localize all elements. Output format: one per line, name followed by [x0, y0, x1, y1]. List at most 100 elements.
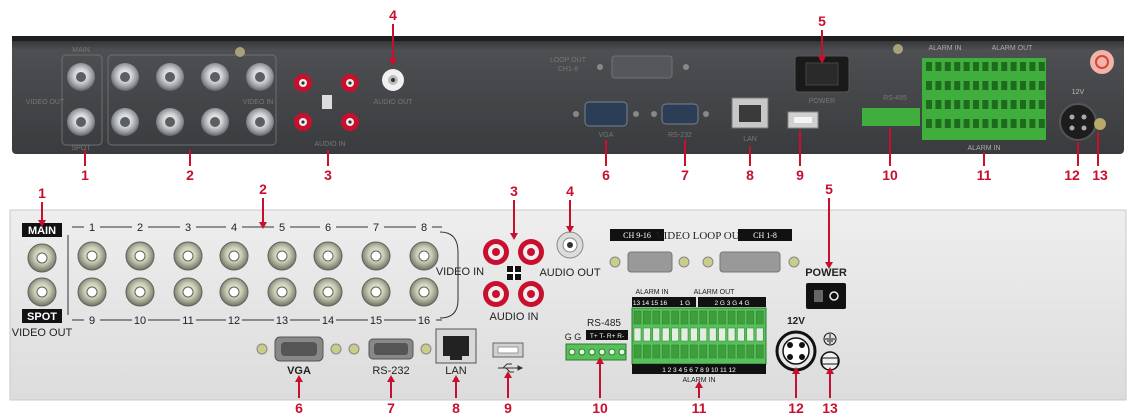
top-callout-2: 2 — [186, 167, 194, 183]
top-callout-6: 6 — [602, 167, 610, 183]
power-label: POWER — [805, 267, 847, 279]
top-callout-12: 12 — [1064, 167, 1080, 183]
top-screw-2 — [893, 44, 903, 54]
rs485-pins-badge — [586, 330, 628, 340]
top-alarm-in-bottom-label: ALARM IN — [967, 145, 1000, 152]
video-in-bracket — [439, 231, 459, 319]
top-vga-port — [584, 101, 628, 127]
rs485-terminal — [565, 343, 627, 361]
spot-badge-label: SPOT — [27, 311, 57, 323]
alarm-in-bottom-pins-label: 1 2 3 4 5 6 7 8 9 10 11 12 — [662, 367, 736, 374]
channel-number-bottom: 11 — [182, 315, 193, 327]
video-loop-out-label: VIDEO LOOP OUT — [656, 230, 747, 242]
top-loop-out-port — [611, 55, 673, 79]
channel-number-bottom: 9 — [89, 315, 95, 327]
brand-logo-icon — [1090, 50, 1114, 74]
top-ground-terminal — [1094, 118, 1106, 130]
top-rs232-label: RS-232 — [668, 132, 692, 139]
alarm-terminal-cells — [633, 310, 764, 359]
alarm-in-bottom-label: ALARM IN — [682, 377, 715, 384]
top-rs485-terminal — [862, 108, 920, 126]
top-lan-label: LAN — [743, 136, 757, 143]
channel-number-top: 5 — [279, 222, 285, 234]
spot-badge — [22, 309, 62, 323]
top-rs232-port — [661, 103, 699, 125]
top-power-label: POWER — [809, 98, 835, 105]
top-video-out-frame — [61, 54, 103, 146]
bottom-callout-10: 10 — [592, 400, 608, 416]
top-vga-label: VGA — [599, 132, 614, 139]
alarm-in-top-badge — [632, 297, 696, 307]
bottom-callout-13: 13 — [822, 400, 838, 416]
bottom-callout-7: 7 — [387, 400, 395, 416]
channel-number-top: 2 — [137, 222, 143, 234]
bottom-callout-2: 2 — [259, 181, 267, 197]
loop-out-port-right — [719, 251, 781, 273]
bottom-callout-11: 11 — [692, 400, 707, 416]
top-video-out-label: VIDEO OUT — [26, 99, 65, 106]
top-loop-out-label: LOOP OUT — [550, 57, 587, 64]
top-callout-13: 13 — [1092, 167, 1108, 183]
top-rs485-label: RS-485 — [883, 95, 907, 102]
top-video-in-bnc-group — [111, 63, 274, 136]
bottom-callout-5: 5 — [825, 181, 833, 197]
top-video-in-label: VIDEO IN — [243, 99, 274, 106]
top-callout-11: 11 — [977, 167, 992, 183]
top-audio-out-label: AUDIO OUT — [374, 99, 414, 106]
ground-icon — [823, 332, 837, 346]
alarm-in-top-pins-label: 13 14 15 16 — [633, 300, 668, 307]
loop-badge-left — [610, 229, 664, 241]
top-audio-in-label: AUDIO IN — [314, 141, 345, 148]
bottom-callout-12: 12 — [788, 400, 804, 416]
usb-icon — [498, 363, 524, 373]
lan-label: LAN — [445, 365, 466, 377]
top-callout-3: 3 — [324, 167, 332, 183]
rs485-pins-label: T+ T- R+ R- — [590, 333, 624, 340]
top-audio-in-group — [294, 74, 359, 131]
channel-number-bottom: 12 — [228, 315, 240, 327]
channel-number-bottom: 16 — [418, 315, 430, 327]
alarm-out-pins-label: 2 G 3 G 4 G — [714, 300, 749, 307]
rs485-label: RS-485 — [587, 318, 621, 329]
video-in-label: VIDEO IN — [436, 266, 484, 278]
channel-number-top: 7 — [373, 222, 379, 234]
top-video-in-frame — [107, 54, 277, 146]
top-12v-connector — [1059, 103, 1097, 141]
alarm-terminal-block — [631, 307, 767, 365]
main-badge-label: MAIN — [28, 225, 56, 237]
top-callout-9: 9 — [796, 167, 804, 183]
top-callout-8: 8 — [746, 167, 754, 183]
channel-number-bottom: 15 — [370, 315, 382, 327]
main-badge — [22, 223, 62, 237]
loop-badge-right — [738, 229, 792, 241]
alarm-in-top-pins-g-label: 1 G — [680, 300, 690, 307]
top-screw-1 — [235, 47, 245, 57]
alarm-in-bottom-badge — [632, 364, 766, 374]
top-callout-7: 7 — [681, 167, 689, 183]
audio-out-label: AUDIO OUT — [539, 267, 600, 279]
top-alarm-in-label: ALARM IN — [928, 45, 961, 52]
alarm-out-badge — [698, 297, 766, 307]
bottom-audio-in-group — [483, 239, 544, 307]
loop-out-port-left — [627, 251, 673, 273]
video-out-label: VIDEO OUT — [12, 327, 73, 339]
top-callout-10: 10 — [882, 167, 898, 183]
bottom-callout-1: 1 — [38, 185, 46, 201]
loop-badge-left-label: CH 9-16 — [623, 231, 651, 240]
top-panel-edge — [12, 36, 1124, 41]
rs232-label: RS-232 — [372, 365, 409, 377]
channel-number-bottom: 10 — [134, 315, 146, 327]
top-alarm-out-label: ALARM OUT — [992, 45, 1034, 52]
channel-number-top: 1 — [89, 222, 95, 234]
power-switch — [806, 283, 846, 309]
top-12v-label: 12V — [1072, 89, 1085, 96]
bottom-callout-8: 8 — [452, 400, 460, 416]
channel-number-top: 4 — [231, 222, 237, 234]
vga-label: VGA — [287, 365, 311, 377]
bottom-panel: MAIN SPOT VIDEO OUT 19210311412513614715… — [9, 209, 1127, 401]
loop-badge-right-label: CH 1-8 — [753, 231, 777, 240]
top-callouts — [84, 24, 1099, 166]
